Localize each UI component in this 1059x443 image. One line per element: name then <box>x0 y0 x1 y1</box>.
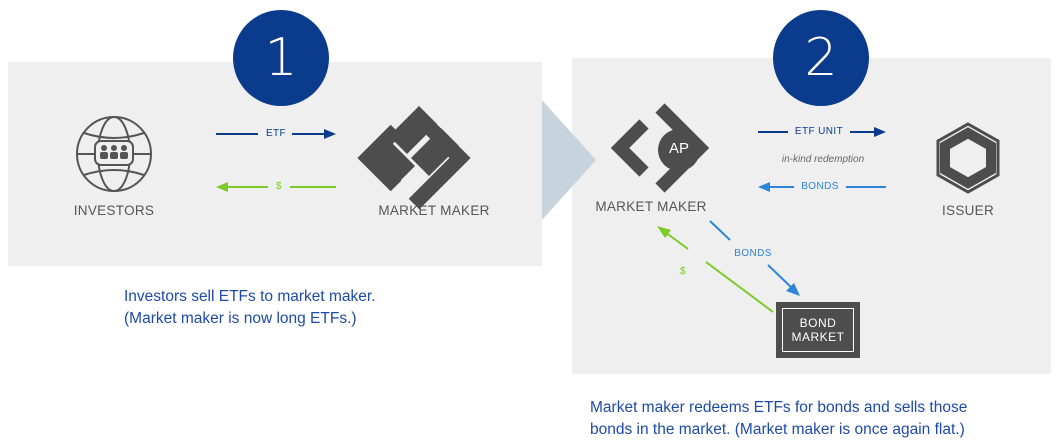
step-2-badge: 2 <box>773 10 869 106</box>
bond-market-line2: MARKET <box>791 330 845 344</box>
etf-arrow-right <box>216 129 336 139</box>
etf-arrow-label: ETF <box>265 128 287 139</box>
step2-caption-line1: Market maker redeems ETFs for bonds and … <box>590 399 968 416</box>
market-maker-diamond-outline <box>357 106 471 210</box>
bonds-left-label: BONDS <box>801 181 839 192</box>
bond-market-inner: BOND MARKET <box>782 308 854 352</box>
in-kind-redemption-label: in-kind redemption <box>781 154 865 165</box>
market-maker-ap-diamond-icon <box>610 103 710 193</box>
transition-chevron <box>542 100 596 220</box>
bonds-down-label: BONDS <box>734 248 772 259</box>
cash-arrow-up <box>657 226 774 313</box>
ap-badge-circle <box>658 129 700 171</box>
bond-market-line1: BOND <box>799 316 837 330</box>
step2-caption: Market maker redeems ETFs for bonds and … <box>590 397 1056 441</box>
market-maker-label: MARKET MAKER <box>378 203 490 218</box>
investors-label: INVESTORS <box>73 203 155 218</box>
bond-market-box: BOND MARKET <box>776 302 860 358</box>
step1-caption: Investors sell ETFs to market maker. (Ma… <box>124 286 504 330</box>
issuer-label: ISSUER <box>941 203 995 218</box>
issuer-hexagon-icon <box>936 122 1000 194</box>
cash-arrow-label: $ <box>276 181 282 192</box>
bonds-arrow-left <box>758 182 886 192</box>
step-1-badge: 1 <box>233 10 329 106</box>
etf-unit-label: ETF UNIT <box>794 126 844 137</box>
bonds-arrow-down <box>709 220 800 296</box>
step2-caption-line2: bonds in the market. (Market maker is on… <box>590 421 965 438</box>
market-maker-ap-label: MARKET MAKER <box>595 199 707 214</box>
etf-unit-arrow-right <box>758 127 886 137</box>
step1-caption-line1: Investors sell ETFs to market maker. <box>124 288 376 305</box>
investors-globe-icon <box>76 116 152 192</box>
cash-up-label: $ <box>680 266 686 277</box>
cash-arrow-left <box>216 182 336 192</box>
ap-badge-label: AP <box>668 140 689 157</box>
step1-caption-line2: (Market maker is now long ETFs.) <box>124 310 357 327</box>
